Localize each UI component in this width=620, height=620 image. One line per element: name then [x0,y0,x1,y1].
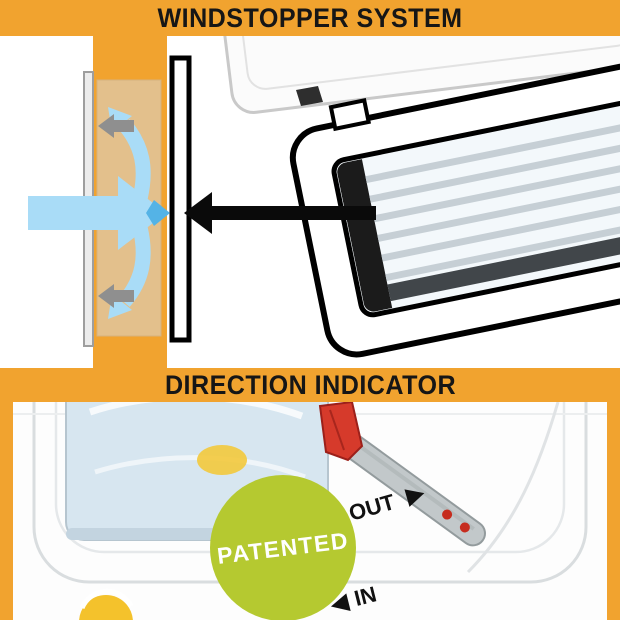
red-lever [318,402,364,462]
arm-red-dot-1 [442,509,453,520]
windstopper-profile [169,55,192,343]
pointer-arrow-shaft [206,206,376,220]
housing-outline [220,36,620,114]
direction-indicator-banner: DIRECTION INDICATOR [0,368,620,402]
flap-pane-stripes [365,109,620,282]
direction-banner-title: DIRECTION INDICATOR [164,369,456,400]
windstopper-diagram-canvas [28,36,620,368]
flap-housing [220,36,620,114]
left-orange-strip [0,402,13,620]
flap-frame-illustration [289,51,620,358]
tunnel-shading [466,402,560,574]
wind-arrow-icon [28,176,166,250]
direction-indicator-photo: OUT ▶ PATENTED ◀ IN [0,402,620,620]
flap-pane-detail [335,109,620,314]
arm-red-dot-2 [459,522,470,533]
red-lever-fold [329,409,345,451]
indicator-arm-groove [352,440,475,531]
yellow-latch-dot [197,445,247,475]
gray-down-arrow-icon [98,284,134,308]
yellow-lock-dial [79,595,133,620]
lock-dial-highlight [79,588,134,610]
flap-pane [331,89,620,318]
gray-up-arrow-icon [98,114,134,138]
flap-highlight-top [88,402,304,420]
windstopper-banner-title: WINDSTOPPER SYSTEM [157,2,463,33]
windstopper-diagram [0,36,620,368]
flap-bottom-shadow [387,217,620,302]
indicator-arm [340,433,486,547]
windstopper-banner: WINDSTOPPER SYSTEM [0,0,620,36]
hinge-notch [296,86,323,106]
housing-inner-seam [238,36,620,90]
flap-side-edge [335,159,393,314]
in-label-group: ◀ IN [327,581,379,617]
pointer-arrow-icon [184,192,212,234]
direction-photo-canvas: OUT ▶ PATENTED ◀ IN [0,402,620,620]
right-orange-strip [607,402,620,620]
patented-badge [210,475,356,620]
impact-point-icon [146,200,170,226]
flap-frame-tab [328,98,371,132]
